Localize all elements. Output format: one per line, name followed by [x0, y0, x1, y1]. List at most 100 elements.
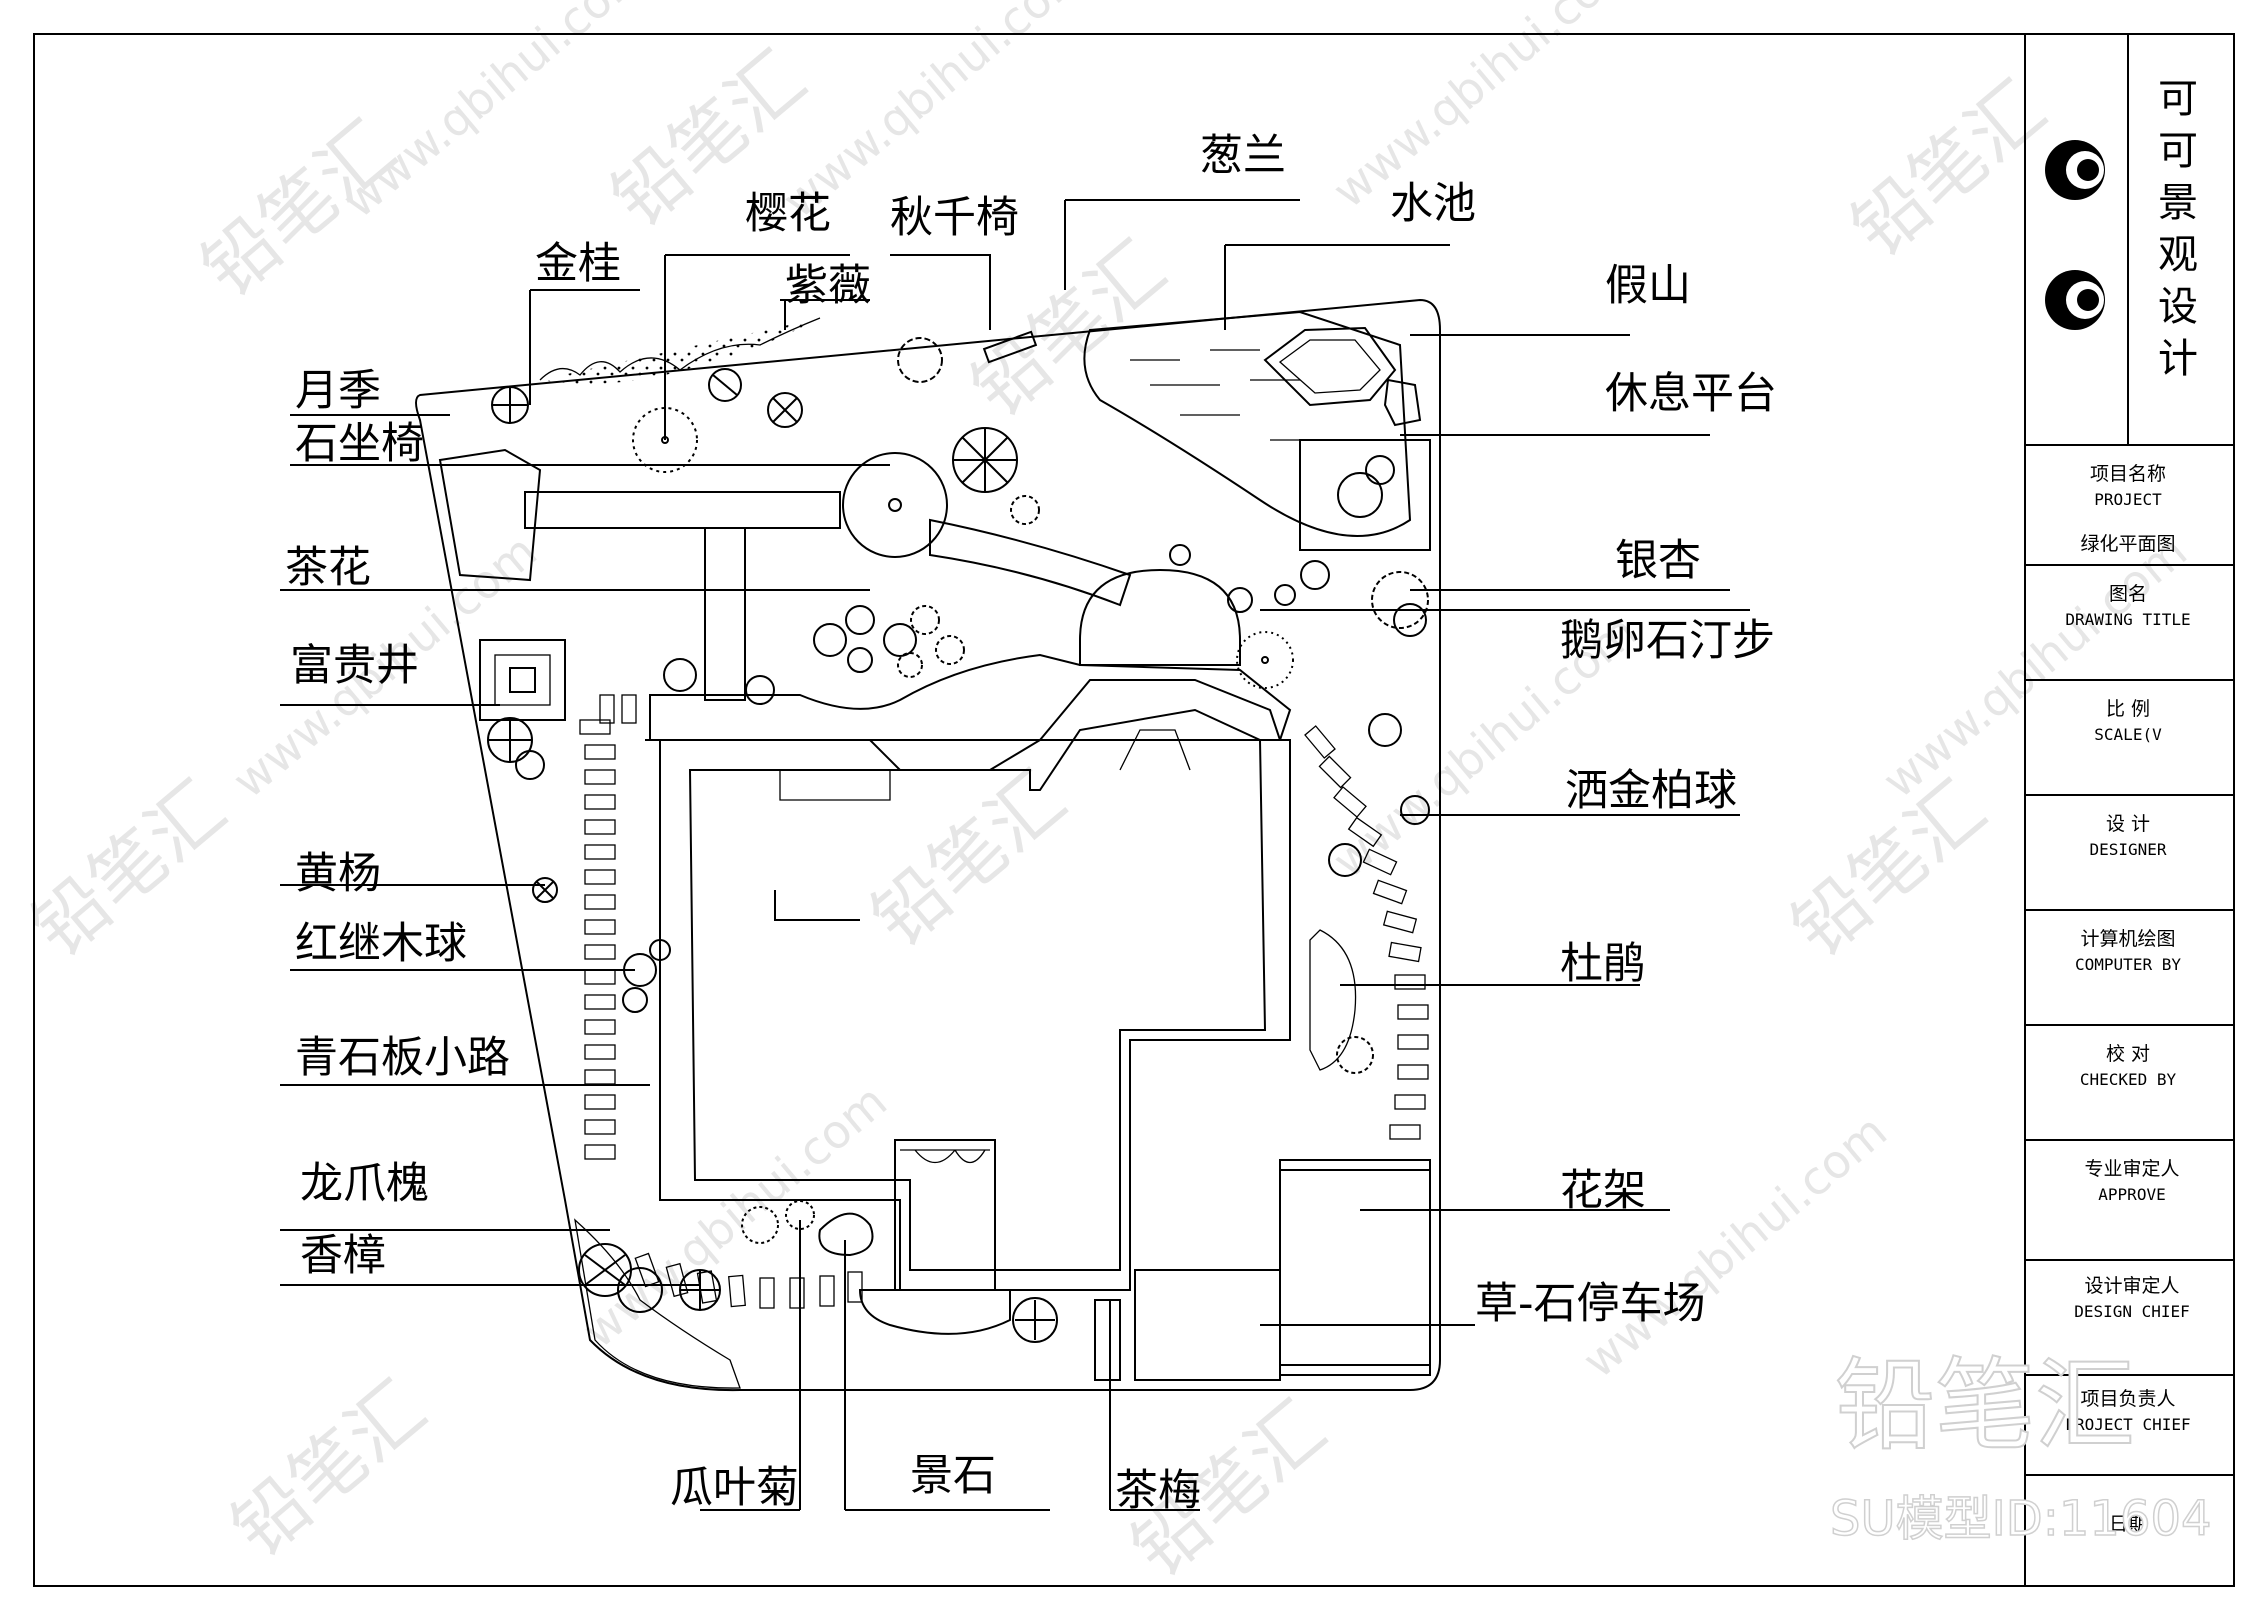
watermark-brand-large: 铅笔汇 [1835, 1347, 2135, 1464]
jingshi-stone [818, 1212, 874, 1257]
fortune-well [479, 639, 566, 721]
swing-chair [982, 330, 1038, 364]
plant-labels: 金桂 樱花 秋千椅 葱兰 水池 紫薇 假山 月季 石坐椅 休息平台 茶花 银杏 … [285, 131, 1777, 1516]
label-chahua: 茶花 [285, 543, 371, 593]
center-path [704, 527, 746, 701]
tb-pchief-zh: 项目负责人 [2080, 1388, 2175, 1410]
huangyang-shrub [532, 877, 558, 903]
tb-approve-zh: 专业审定人 [2084, 1158, 2179, 1180]
tb-scale-zh: 比 例 [2106, 698, 2150, 720]
rockery [1263, 326, 1422, 427]
tb-checked-zh: 校 对 [2106, 1043, 2150, 1065]
sajinbai-shrub [1328, 713, 1430, 877]
title-block: 可可景观设计 项目名称 PROJECT 绿化平面图 图名 DRAWING TIT… [2024, 34, 2234, 1586]
rest-deck [1299, 439, 1431, 551]
tb-drawing-title-zh: 图名 [2109, 583, 2147, 605]
round-plaza [1079, 568, 1241, 666]
tree [1236, 631, 1294, 689]
pavilion-center [888, 498, 902, 512]
ziwei-tree [767, 392, 803, 428]
label-yinghua: 樱花 [745, 189, 831, 239]
label-qiuqianyi: 秋千椅 [890, 193, 1019, 243]
guayeju-plant [741, 1200, 815, 1244]
east-stepping-stones [1304, 725, 1429, 1140]
label-qingshiban: 青石板小路 [295, 1033, 510, 1083]
label-shuichi: 水池 [1390, 179, 1476, 229]
label-conglan: 葱兰 [1200, 131, 1286, 181]
longzhuahuai-tree [578, 1243, 663, 1313]
watermark-brand: 铅笔汇 [16, 765, 241, 974]
tb-scale-en: SCALE(V [2094, 725, 2162, 744]
label-huajia: 花架 [1560, 1166, 1646, 1216]
leader-lines [280, 199, 1750, 1511]
tb-project-zh: 项目名称 [2090, 463, 2166, 485]
tb-computer-en: COMPUTER BY [2075, 955, 2181, 974]
deck-table [1337, 472, 1383, 518]
watermark-brand: 铅笔汇 [1776, 765, 2001, 974]
label-jingui: 金桂 [535, 239, 621, 289]
label-fuguijing: 富贵井 [290, 641, 419, 691]
label-yinxing: 银杏 [1615, 536, 1701, 586]
label-huangyang: 黄杨 [295, 849, 381, 899]
label-guayeju: 瓜叶菊 [670, 1463, 799, 1513]
watermark-url: www.qbihui.com [1322, 0, 1647, 218]
tb-chief-en: DESIGN CHIEF [2074, 1302, 2190, 1321]
label-caoshi: 草-石停车场 [1475, 1279, 1706, 1329]
xiangzhang-tree [679, 1269, 721, 1311]
drawing-border [33, 33, 2235, 1587]
label-jingshi: 景石 [910, 1451, 996, 1501]
label-dujuan: 杜鹃 [1560, 939, 1646, 989]
north-path [524, 491, 841, 529]
tb-approve-en: APPROVE [2098, 1185, 2165, 1204]
site-boundary [415, 298, 1441, 1392]
north-terrace [649, 653, 1292, 771]
chamei-strip [1094, 1299, 1121, 1381]
pergola [1279, 1159, 1431, 1376]
house-interior-mark [774, 890, 860, 921]
shrub [1169, 455, 1395, 566]
watermark-brand: 铅笔汇 [1836, 65, 2061, 274]
shrub [897, 337, 943, 383]
tb-date-zh: 日期 [2109, 1513, 2147, 1535]
pergola-beams [1280, 1169, 1430, 1366]
label-jiashan: 假山 [1605, 261, 1691, 311]
tree [952, 427, 1018, 493]
shrub [1336, 1036, 1374, 1074]
label-longzhuahuai: 龙爪槐 [300, 1159, 429, 1209]
tb-designer-en: DESIGNER [2089, 840, 2166, 859]
pond-water-lines [1130, 349, 1320, 441]
ziwei-bed [540, 318, 820, 384]
watermark-url: www.qbihui.com [1872, 524, 2197, 809]
shrub [1010, 495, 1040, 525]
watermark-url: www.qbihui.com [1572, 1104, 1897, 1389]
label-eluanshi: 鹅卵石汀步 [1560, 616, 1775, 666]
yinxing-tree [1371, 571, 1429, 637]
jingui-tree [491, 386, 529, 424]
house-interior-mark [779, 770, 891, 801]
house-wall [645, 679, 1291, 1291]
pond [1083, 310, 1412, 537]
hongjimu-shrub [622, 939, 671, 1013]
azalea-bed [1309, 929, 1357, 1071]
stone-seat-area [438, 448, 542, 582]
entry-door [900, 1149, 990, 1164]
tb-project-en: PROJECT [2094, 490, 2162, 509]
label-sajinbai: 洒金柏球 [1565, 766, 1737, 816]
watermark-url: www.qbihui.com [572, 1074, 897, 1359]
company-logo-icon [2045, 140, 2105, 330]
south-step [858, 1289, 1011, 1335]
shrub-cluster [897, 605, 965, 678]
sw-planting-bed [574, 1218, 741, 1389]
chamei-tree [1012, 1297, 1058, 1343]
label-xiangzhang: 香樟 [300, 1231, 386, 1281]
shrub [1227, 560, 1330, 613]
label-shizuoyi: 石坐椅 [295, 419, 424, 469]
house-floor [688, 708, 1267, 1271]
east-path [929, 518, 1132, 607]
round-pavilion [842, 452, 948, 558]
tb-drawing-title-en: DRAWING TITLE [2065, 610, 2190, 629]
tb-designer-zh: 设 计 [2106, 813, 2150, 835]
tb-project-value: 绿化平面图 [2080, 533, 2175, 555]
shrub [708, 368, 742, 402]
